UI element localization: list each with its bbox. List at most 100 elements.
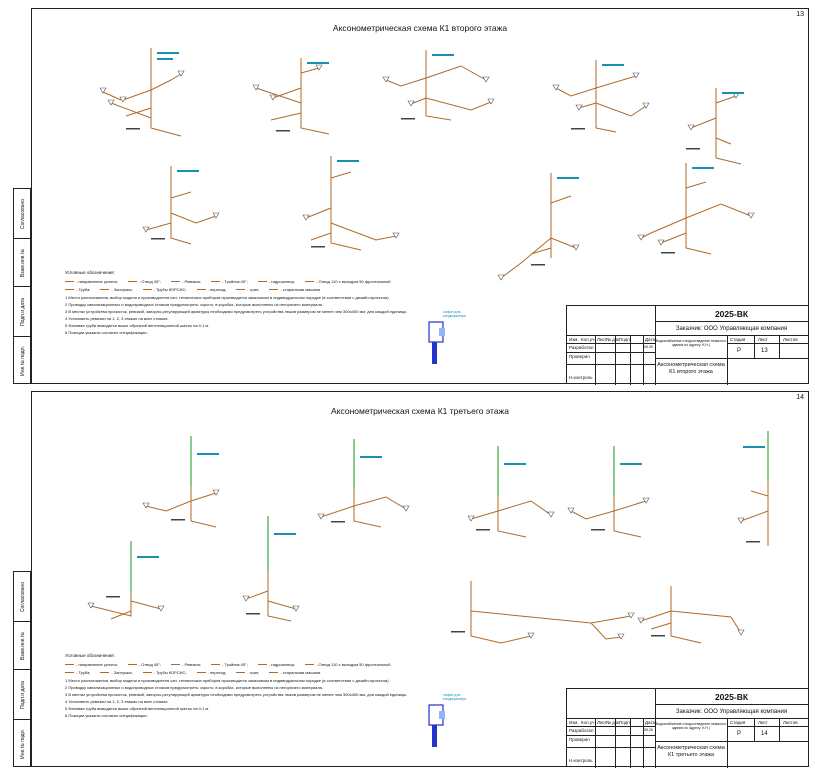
- note: 1 Место расположения, выбор модели и про…: [65, 295, 390, 300]
- col-header: № док.: [606, 337, 621, 342]
- drawing-name: Аксонометрическая схема К1 третьего этаж…: [657, 745, 725, 758]
- legend-item: - Отвод 45°;: [128, 662, 161, 667]
- side-stamp-cell: Согласовано: [14, 572, 32, 622]
- col-header: Дата: [645, 720, 655, 725]
- role: Н.контроль: [569, 758, 593, 763]
- project-name: Водоснабжение и водоотведение нежилого з…: [655, 339, 727, 347]
- side-stamp-cell: Инв.№ подл.: [20, 729, 26, 759]
- legend: Условные обозначения: - направление укло…: [65, 653, 555, 718]
- col-header: Подп.: [619, 337, 631, 342]
- legend-item: - Ревизия;: [171, 662, 201, 667]
- legend-item: - трап;: [236, 670, 259, 675]
- project-name: Водоснабжение и водоотведение нежилого з…: [655, 722, 727, 730]
- stage-label: Стадия: [730, 337, 746, 342]
- side-stamp-cell: Согласовано: [14, 189, 32, 239]
- col-header: Лист: [597, 337, 607, 342]
- role: Проверил: [569, 354, 590, 359]
- legend-item: - гидрозатвор;: [258, 279, 295, 284]
- project-code: 2025-ВК: [714, 309, 749, 319]
- side-stamp: Согласовано Взам.инв.№ Подп.и дата Инв.№…: [13, 571, 32, 767]
- side-stamp-cell: Подп.и дата: [14, 670, 32, 720]
- legend-item: - направление уклона;: [65, 662, 118, 667]
- isometric-scheme-drawing: [87, 431, 769, 644]
- note: 2 Проводку канализационных и водопроводн…: [65, 685, 323, 690]
- side-stamp-cell: Подп.и дата: [14, 287, 32, 337]
- sheet-label: Лист: [758, 720, 768, 725]
- title-block: 2025-ВК Заказчик: ООО Управляющая компан…: [566, 305, 809, 385]
- role: Проверил: [569, 737, 590, 742]
- drawing-name: Аксонометрическая схема К1 второго этажа: [657, 362, 725, 375]
- legend-item: - Заглушка;: [100, 670, 132, 675]
- stage-label: Стадия: [730, 720, 746, 725]
- sheet-title: Аксонометрическая схема К1 третьего этаж…: [331, 406, 509, 416]
- legend: Условные обозначения: - направление укло…: [65, 270, 555, 335]
- note: 3 В местах устройства прочисток, ревизий…: [65, 692, 408, 697]
- col-header: № док.: [606, 720, 621, 725]
- legend-item: - гидрозатвор;: [258, 662, 295, 667]
- legend-title: Условные обозначения:: [65, 270, 115, 275]
- project-code: 2025-ВК: [714, 692, 749, 702]
- legend-row: - направление уклона; - Отвод 45°; - Рев…: [65, 279, 555, 284]
- legend-item: - Тройник 45°;: [211, 279, 248, 284]
- col-header: Дата: [645, 337, 655, 342]
- legend-title: Условные обозначения:: [65, 653, 115, 658]
- legend-row: - направление уклона; - Отвод 45°; - Рев…: [65, 662, 555, 667]
- legend-item: - Труба;: [65, 287, 90, 292]
- note: 5 Фановая труба выводится выше обрезной …: [65, 706, 210, 711]
- sheet-title: Аксонометрическая схема К1 второго этажа: [332, 23, 508, 33]
- legend-item: - стиральная машина: [269, 287, 320, 292]
- legend-item: - Заглушка;: [100, 287, 132, 292]
- note: 4 Установить ревизии на 1, 2, 3 этажах н…: [65, 699, 169, 704]
- role: Разработал: [569, 345, 594, 350]
- sheet-label: Лист: [758, 337, 768, 342]
- condensate-siphon: сифон для кондиционера: [421, 310, 471, 366]
- isometric-scheme-drawing: [99, 48, 755, 281]
- customer: Заказчик: ООО Управляющая компания: [675, 709, 788, 715]
- sheet-frame: 14 Аксонометрическая схема К1 третьего э…: [31, 391, 809, 767]
- side-stamp-cell: Взам.инв.№: [14, 239, 32, 287]
- col-header: Изм.: [569, 337, 579, 342]
- side-stamp: Согласовано Взам.инв.№ Подп.и дата Инв.№…: [13, 188, 32, 384]
- date: 05.25: [644, 345, 653, 349]
- sheet-value: 14: [761, 731, 768, 737]
- note: 1 Место расположения, выбор модели и про…: [65, 678, 390, 683]
- col-header: Подп.: [619, 720, 631, 725]
- col-header: Кол.уч: [581, 337, 595, 342]
- siphon-icon: [428, 321, 445, 364]
- legend-item: - Отвод 45°;: [128, 279, 161, 284]
- siphon-icon: [428, 704, 445, 747]
- legend-item: - Тройник 45°;: [211, 662, 248, 667]
- sheet-number: 13: [796, 11, 804, 18]
- legend-item: - направление уклона;: [65, 279, 118, 284]
- side-stamp-cell: Взам.инв.№: [14, 622, 32, 670]
- note: 6 Позиции указаны согласно спецификации.: [65, 330, 148, 335]
- sheets-label: Листов: [783, 337, 798, 342]
- legend-item: - Трубы КОРСИС;: [143, 287, 187, 292]
- sheet-number: 14: [796, 394, 804, 401]
- col-header: Кол.уч: [581, 720, 595, 725]
- note: 2 Проводку канализационных и водопроводн…: [65, 302, 323, 307]
- drawing-sheet-14: Согласовано Взам.инв.№ Подп.и дата Инв.№…: [3, 391, 811, 769]
- note: 6 Позиции указаны согласно спецификации.: [65, 713, 148, 718]
- note: 3 В местах устройства прочисток, ревизий…: [65, 309, 408, 314]
- legend-item: - Отвод 110 с выходом 50 фронтальный: [305, 662, 390, 667]
- col-header: Лист: [597, 720, 607, 725]
- stage-value: Р: [737, 731, 742, 737]
- sheets-label: Листов: [783, 720, 798, 725]
- role: Н.контроль: [569, 375, 593, 380]
- legend-item: - трап;: [236, 287, 259, 292]
- note: 4 Установить ревизии на 1, 2, 3 этажах н…: [65, 316, 169, 321]
- legend-item: - переход;: [197, 670, 227, 675]
- side-stamp-cell: Инв.№ подл.: [20, 346, 26, 376]
- legend-item: - Отвод 110 с выходом 50 фронтальный: [305, 279, 390, 284]
- stage-value: Р: [737, 348, 742, 354]
- legend-row: - Труба; - Заглушка; - Трубы КОРСИС; - п…: [65, 287, 555, 292]
- role: Разработал: [569, 728, 594, 733]
- legend-item: - стиральная машина: [269, 670, 320, 675]
- col-header: Изм.: [569, 720, 579, 725]
- legend-item: - Ревизия;: [171, 279, 201, 284]
- legend-row: - Труба; - Заглушка; - Трубы КОРСИС; - п…: [65, 670, 555, 675]
- condensate-siphon: сифон для кондиционера: [421, 693, 471, 749]
- note: 5 Фановая труба выводится выше обрезной …: [65, 323, 210, 328]
- legend-item: - переход;: [197, 287, 227, 292]
